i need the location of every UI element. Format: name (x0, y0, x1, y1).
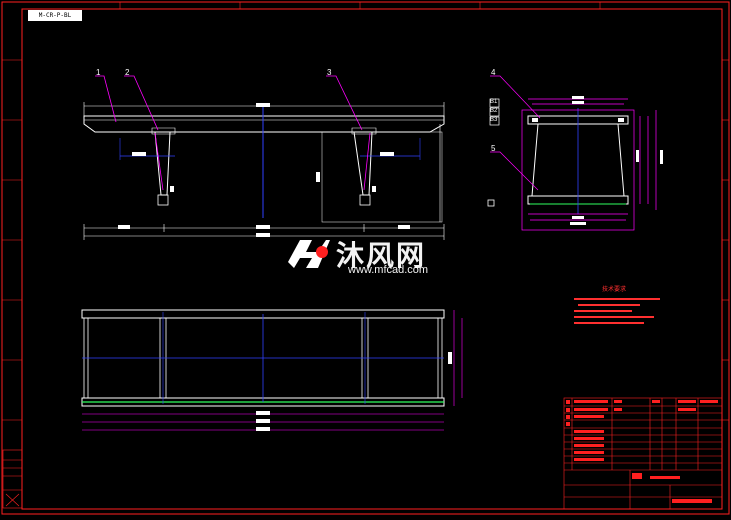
callout-3: 3 (327, 68, 332, 77)
watermark-text: 沐风网 (336, 239, 427, 272)
plan-view (81, 309, 463, 431)
title-block (563, 397, 723, 510)
callout-2: 2 (125, 68, 130, 77)
callout-4: 4 (491, 68, 496, 77)
weld-mark-b3: B3 (490, 117, 498, 123)
title-block-fills (566, 400, 718, 503)
left-stamp (2, 449, 23, 509)
frame-ticks (2, 2, 729, 421)
technical-notes-title: 技术要求 (602, 287, 627, 293)
callout-1: 1 (96, 68, 101, 77)
side-view (487, 75, 663, 231)
inner-border (21, 8, 723, 510)
weld-mark-b2: B2 (490, 108, 498, 114)
weld-symbol-boxes (489, 98, 500, 126)
technical-notes-lines (574, 298, 660, 324)
mfcad-logo (288, 240, 330, 268)
watermark-url: www.mfcad.com (348, 264, 429, 276)
view-title-label: M-CR-P-BL (28, 10, 82, 21)
callout-5: 5 (491, 144, 496, 153)
front-elevation (83, 75, 445, 240)
main-girder (83, 115, 445, 133)
weld-mark-b1: B1 (490, 99, 498, 105)
